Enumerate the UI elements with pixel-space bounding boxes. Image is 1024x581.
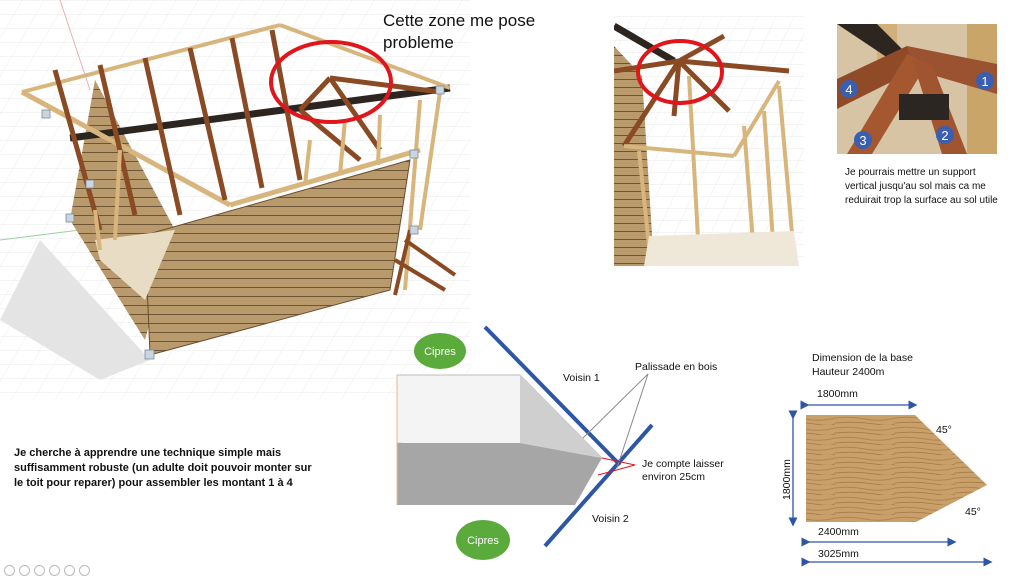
angle-bottom: 45° [965,506,981,518]
neighbor-1-label: Voisin 1 [563,372,600,384]
problem-zone-highlight [269,40,393,124]
tree-top-label: Cipres [424,346,456,358]
base-dimensions: Dimension de la base Hauteur 2400m 1800m… [781,352,993,567]
top-width-label: 1800mm [817,388,858,400]
shed-shadow [0,240,150,380]
badge-2 [936,126,954,144]
front-wall [144,159,411,356]
tree-bottom-label: Cipres [467,535,499,547]
support-note: Je pourrais mettre un support vertical j… [845,167,998,206]
svg-text:3: 3 [859,133,866,148]
base-height: Hauteur 2400m [812,366,885,378]
metal-brackets [41,85,445,360]
rafters [52,29,441,231]
neighbor-2-line [543,423,654,548]
site-plan: Cipres Cipres Voisin 1 Voisin 2 Palissad… [396,325,724,560]
wall-studs [93,91,442,291]
svg-text:1: 1 [981,74,988,89]
toolbar-icon[interactable] [79,565,90,576]
total-width-label: 3025mm [818,548,859,560]
base-title: Dimension de la base [812,352,913,364]
toolbar-icon[interactable] [19,565,30,576]
svg-text:4: 4 [845,82,852,97]
neighbor-1-line [483,325,622,467]
tree-bottom [456,520,510,560]
neighbor-2-label: Voisin 2 [592,513,629,525]
badge-1 [976,72,994,90]
toolbar-icon[interactable] [49,565,60,576]
angle-top: 45° [936,424,952,436]
detail-highlight [636,39,724,105]
member-badges: 1 2 3 4 [840,72,994,149]
toolbar-icon[interactable] [64,565,75,576]
fence-label: Palissade en bois [635,361,717,373]
problem-title: Cette zone me pose probleme [383,11,536,52]
shed-floor [95,230,175,300]
svg-text:2: 2 [941,128,948,143]
question-text: Je cherche à apprendre une technique sim… [14,447,312,489]
toolbar-icon[interactable] [4,565,15,576]
bottom-width-label: 2400mm [818,526,859,538]
shed-3d-model [0,0,470,400]
shed-plan-bottom [397,443,602,505]
base-shape [806,415,987,522]
badge-3 [854,131,872,149]
tree-top [414,333,466,369]
viewer-toolbar[interactable] [0,563,120,576]
badge-4 [840,80,858,98]
toolbar-icon[interactable] [34,565,45,576]
roof-detail-view [614,16,804,266]
left-height-label: 1800mm [781,459,793,500]
joint-closeup: 1 2 3 4 [837,24,997,154]
